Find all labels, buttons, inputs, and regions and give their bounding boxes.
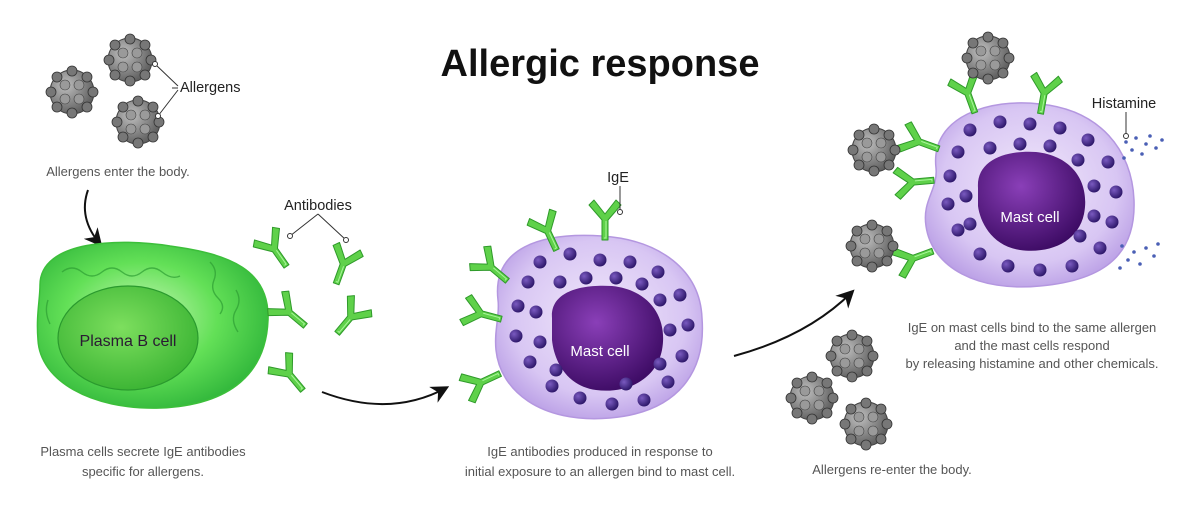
allergen-icon <box>961 31 1015 85</box>
allergen-icon <box>825 329 879 383</box>
step2-caption-line2: specific for allergens. <box>82 464 204 479</box>
allergen-icon <box>45 65 99 119</box>
antibody-icon <box>263 287 317 339</box>
ige-label: IgE <box>607 170 629 186</box>
mast-cell-1-label: Mast cell <box>570 343 629 360</box>
mast-cell-1 <box>456 199 704 420</box>
step4-caption: Allergens re-enter the body. <box>812 462 971 477</box>
secreted-antibodies <box>249 223 376 402</box>
step3-caption-line1: IgE antibodies produced in response to <box>487 444 713 459</box>
antibodies-label: Antibodies <box>284 198 352 214</box>
step5-caption-line2: and the mast cells respond <box>954 338 1109 353</box>
mast-cell-2 <box>889 69 1135 288</box>
diagram-title: Allergic response <box>441 43 760 85</box>
step2-caption-line1: Plasma cells secrete IgE antibodies <box>40 444 246 459</box>
antibody-icon <box>324 291 376 345</box>
mast-cell-2-label: Mast cell <box>1000 209 1059 226</box>
allergen-icon <box>845 219 899 273</box>
allergens-label: Allergens <box>180 80 240 96</box>
allergen-icon <box>847 123 901 177</box>
ige-antibody-icon <box>892 163 936 201</box>
arrow-step2-to-step3 <box>321 386 450 405</box>
plasma-cell-label: Plasma B cell <box>80 333 177 350</box>
antibody-icon <box>320 240 366 290</box>
plasma-b-cell <box>36 241 269 409</box>
arrow-step3-to-step5 <box>733 289 855 357</box>
histamine-particles <box>1118 134 1164 270</box>
allergen-icon <box>785 371 839 425</box>
antibody-icon <box>264 348 316 402</box>
antibodies-leader <box>289 213 347 241</box>
allergen-icon <box>103 33 157 87</box>
allergens-group-2 <box>785 329 893 451</box>
antibody-icon <box>249 223 301 277</box>
allergens-group-1 <box>45 33 165 149</box>
allergens-leader <box>154 63 179 117</box>
allergen-icon <box>839 397 893 451</box>
histamine-label: Histamine <box>1092 96 1156 112</box>
step1-caption: Allergens enter the body. <box>46 164 190 179</box>
step5-caption-line3: by releasing histamine and other chemica… <box>906 356 1159 371</box>
ige-antibody-icon <box>588 199 622 241</box>
arrow-step1-to-step2 <box>83 189 103 247</box>
step3-caption-line2: initial exposure to an allergen bind to … <box>465 464 735 479</box>
allergen-icon <box>111 95 165 149</box>
step5-caption-line1: IgE on mast cells bind to the same aller… <box>908 320 1157 335</box>
